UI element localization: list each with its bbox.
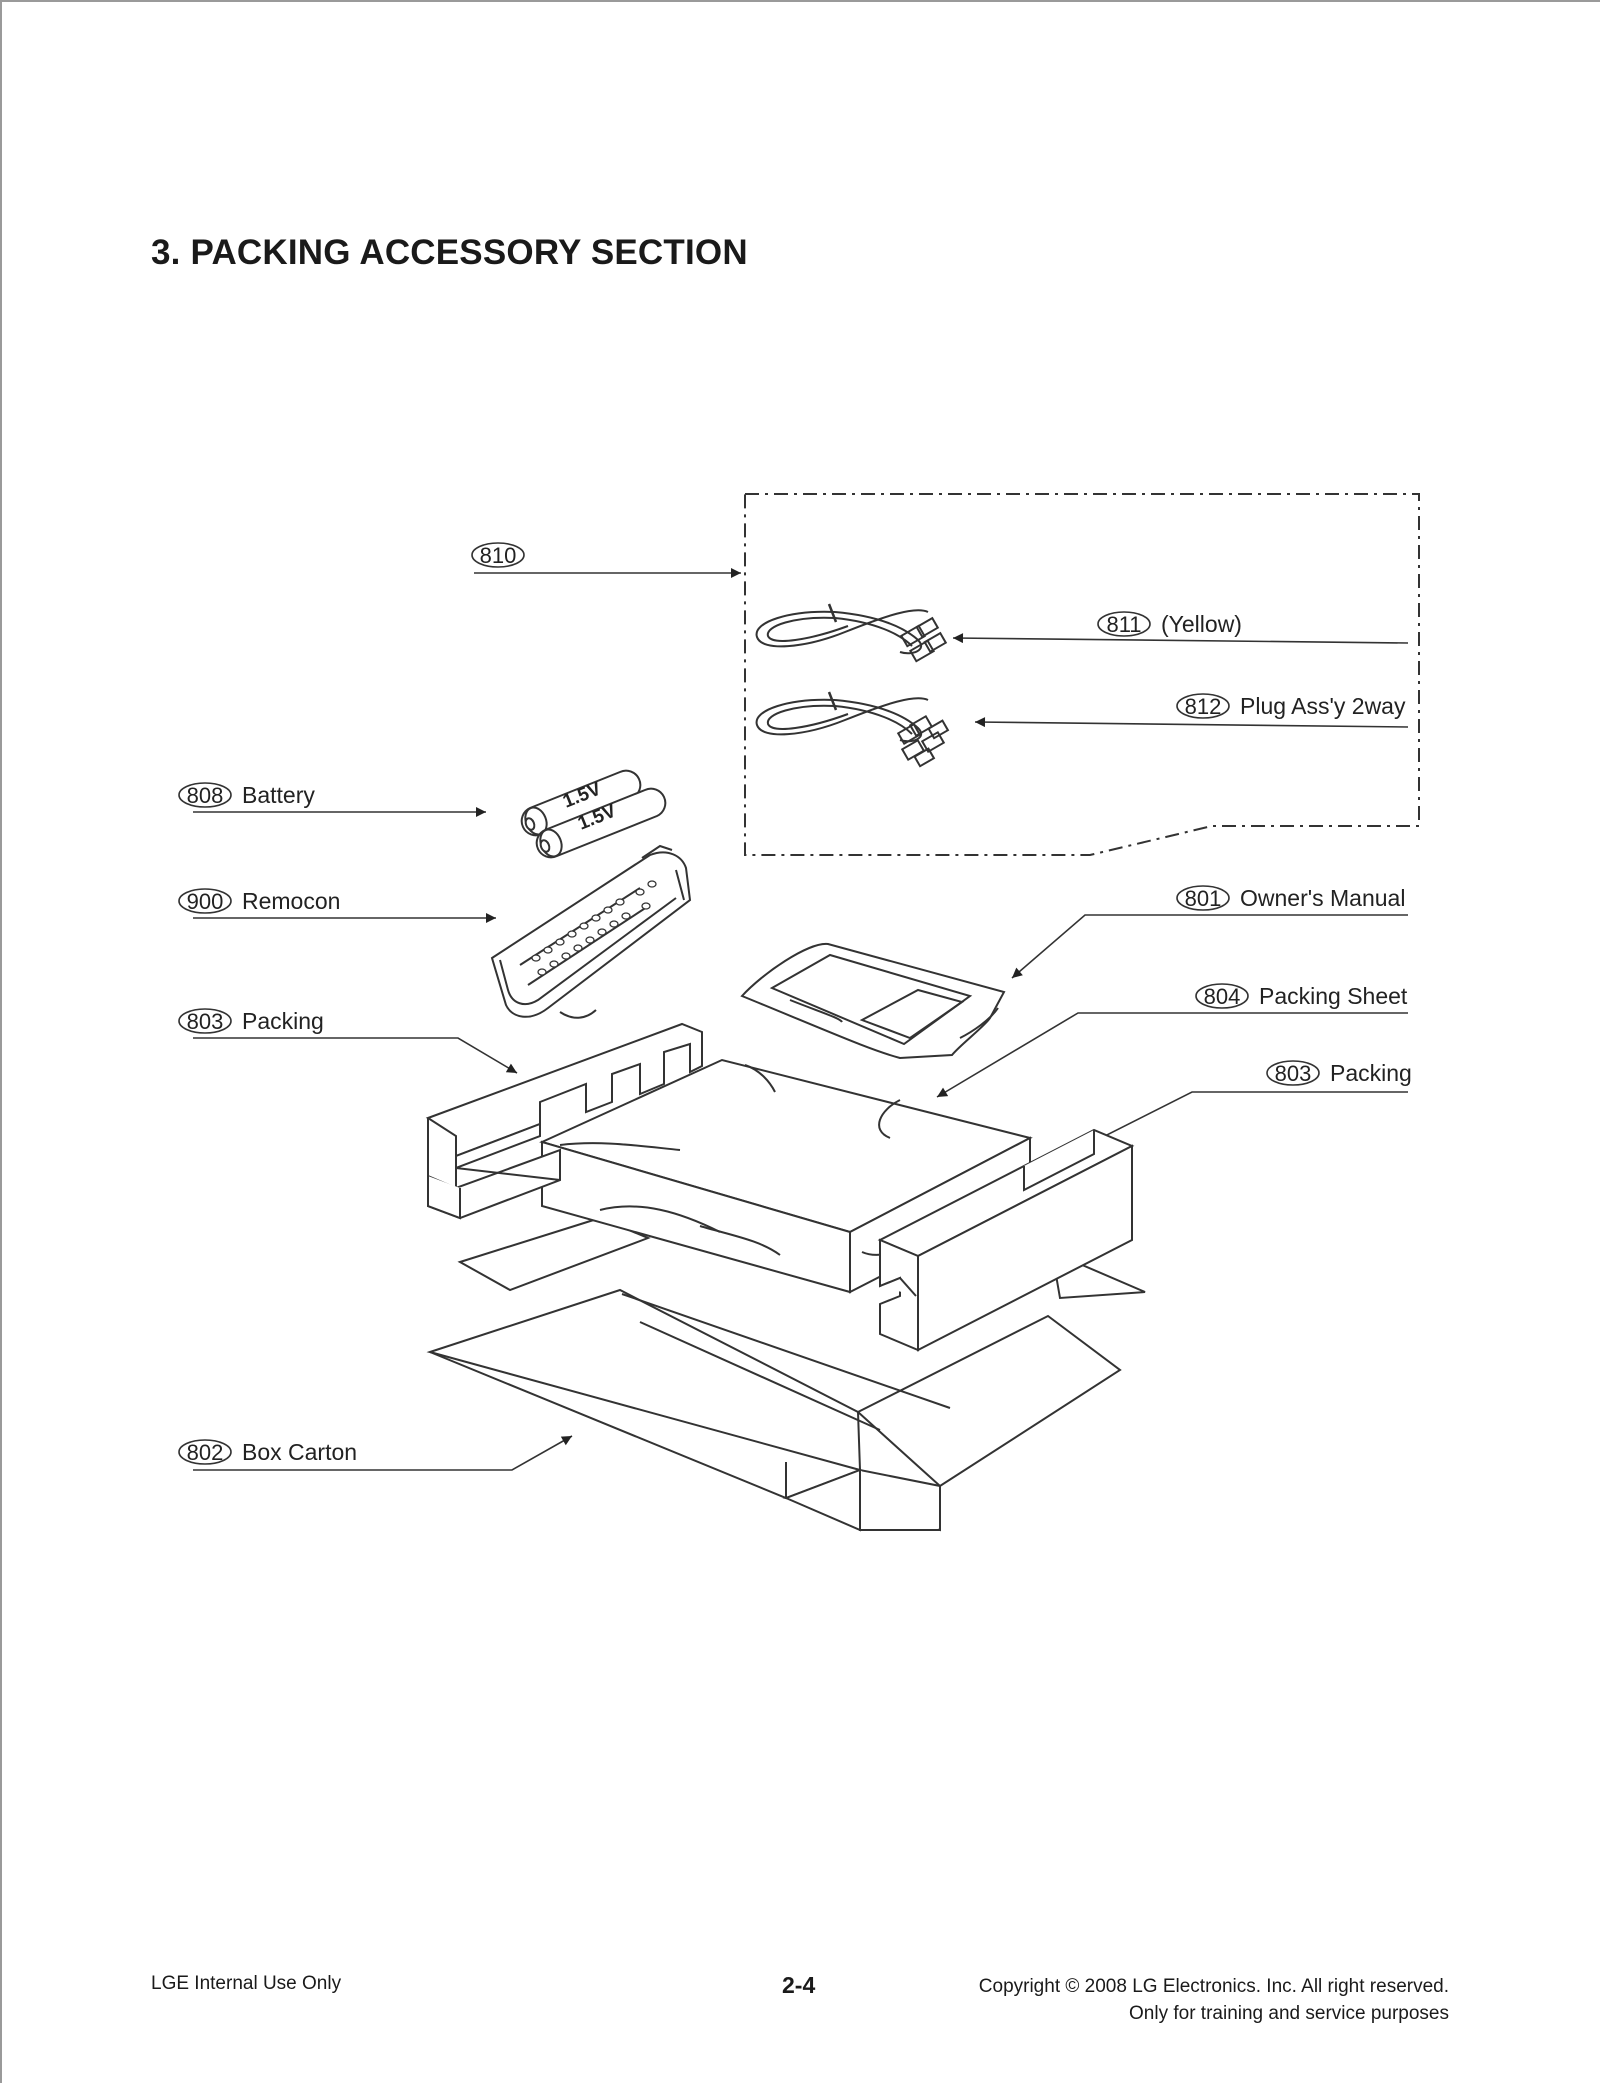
callout-803-right-label: Packing [1330, 1060, 1412, 1086]
battery-drawing [520, 769, 667, 859]
callout-900-oval [178, 888, 232, 914]
callout-811-oval [1097, 611, 1151, 637]
right-packing-cushion-drawing [877, 1128, 1135, 1352]
left-packing-cushion-drawing [425, 1022, 703, 1220]
footer-copyright: Copyright © 2008 LG Electronics. Inc. Al… [978, 1976, 1449, 1997]
leader-811 [952, 633, 1409, 644]
callout-900-number: 900 [187, 889, 224, 914]
callout-802-oval [178, 1439, 232, 1465]
remote-control-drawing [490, 844, 692, 1019]
callout-801-number: 801 [1185, 886, 1222, 911]
callout-802-label: Box Carton [242, 1439, 357, 1465]
callout-808-label: Battery [242, 782, 315, 808]
callout-803-left-number: 803 [187, 1009, 224, 1034]
leader-803-right [1086, 1091, 1408, 1146]
page-title: 3. PACKING ACCESSORY SECTION [151, 233, 748, 272]
yellow-cable-drawing [755, 603, 948, 663]
callout-812-oval [1176, 693, 1230, 719]
callout-812-label: Plug Ass'y 2way [1240, 693, 1406, 719]
leader-802 [193, 1435, 573, 1471]
callout-804-label: Packing Sheet [1259, 983, 1408, 1009]
callout-808-number: 808 [187, 783, 224, 808]
owners-manual-drawing [740, 942, 1006, 1060]
footer-copyright-block: Copyright © 2008 LG Electronics. Inc. Al… [979, 1973, 1449, 2027]
callout-803-left-oval [178, 1008, 232, 1034]
leader-801 [1011, 914, 1408, 979]
footer-purpose: Only for training and service purposes [1129, 2003, 1449, 2024]
leader-803-left [193, 1037, 518, 1074]
callout-810-oval [471, 542, 525, 568]
callout-804-number: 804 [1204, 984, 1241, 1009]
leader-804 [936, 1012, 1408, 1098]
footer-page-number: 2-4 [782, 1972, 816, 1998]
callout-808-oval [178, 782, 232, 808]
footer-internal-use: LGE Internal Use Only [151, 1973, 342, 1994]
callout-801-label: Owner's Manual [1240, 885, 1405, 911]
callout-803-left-label: Packing [242, 1008, 324, 1034]
leader-812 [974, 717, 1409, 728]
callout-811-number: 811 [1106, 612, 1141, 637]
plug-assy-2way-drawing [755, 691, 950, 768]
callout-812-number: 812 [1185, 694, 1222, 719]
cable-group-boundary [744, 493, 1420, 856]
callout-811-label: (Yellow) [1161, 611, 1242, 637]
callout-810-number: 810 [480, 543, 517, 568]
callout-802-number: 802 [187, 1440, 224, 1465]
callout-804-oval [1195, 983, 1249, 1009]
callout-801-oval [1176, 885, 1230, 911]
callout-803-right-oval [1266, 1060, 1320, 1086]
callout-900-label: Remocon [242, 888, 340, 914]
callout-803-right-number: 803 [1275, 1061, 1312, 1086]
box-carton-drawing [426, 1216, 1146, 1532]
